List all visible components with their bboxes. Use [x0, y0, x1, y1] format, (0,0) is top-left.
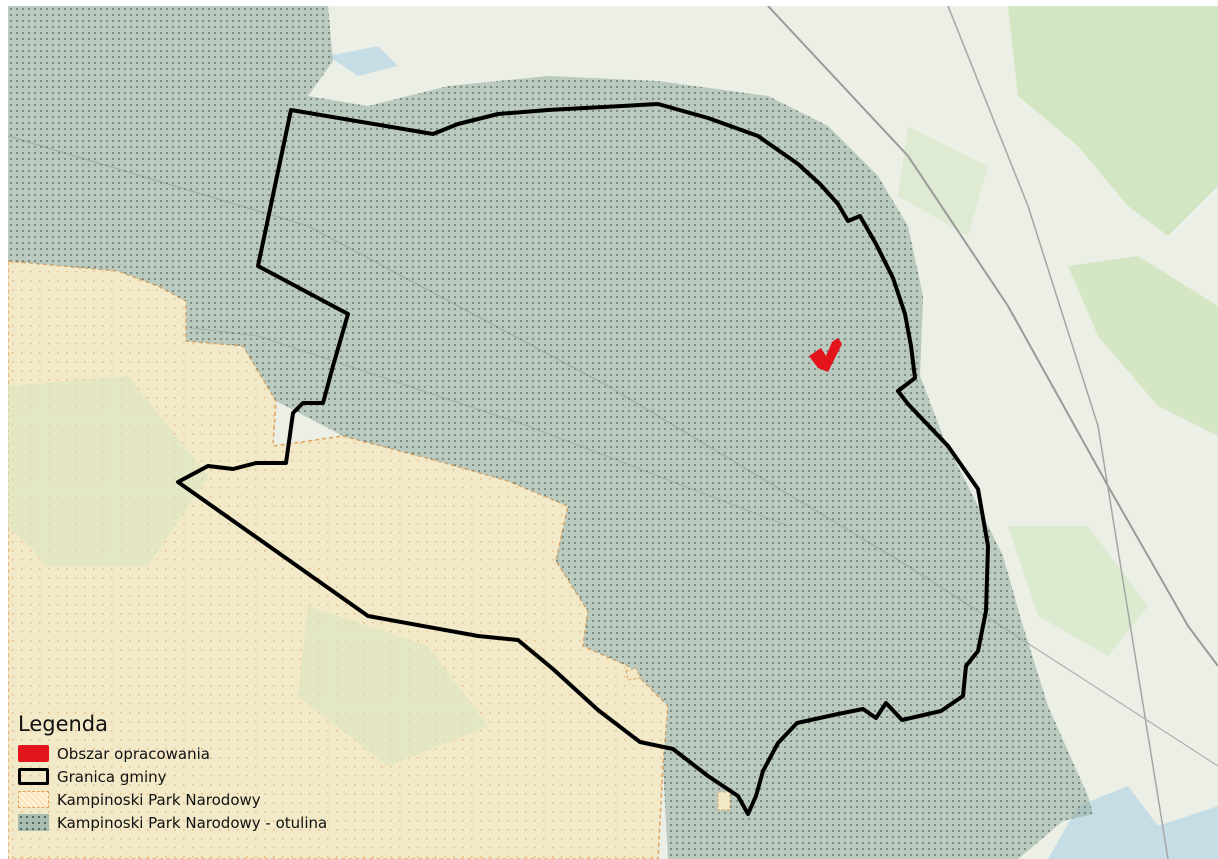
dashed-orange-square-icon — [18, 791, 49, 808]
map-canvas[interactable] — [8, 6, 1218, 859]
river — [1048, 786, 1218, 859]
legend-item-national-park: Kampinoski Park Narodowy — [18, 788, 358, 811]
legend-item-label: Obszar opracowania — [57, 744, 210, 763]
study-area[interactable] — [809, 338, 842, 372]
legend-item-label: Kampinoski Park Narodowy - otulina — [57, 813, 328, 832]
road — [767, 6, 1218, 667]
forest-area — [1008, 6, 1218, 236]
park-enclave — [625, 667, 641, 681]
park-area — [8, 261, 668, 859]
legend-item-buffer-zone: Kampinoski Park Narodowy - otulina — [18, 811, 358, 834]
red-fill-square-icon — [18, 745, 49, 762]
park-enclave — [717, 791, 731, 811]
map-frame[interactable] — [8, 6, 1218, 859]
map-legend: Legenda Obszar opracowania Granica gminy… — [18, 712, 358, 834]
forest-area — [1008, 526, 1148, 656]
legend-item-label: Kampinoski Park Narodowy — [57, 790, 261, 809]
legend-item-municipality-boundary: Granica gminy — [18, 765, 358, 788]
road — [947, 6, 1169, 859]
dotted-green-square-icon — [18, 814, 49, 831]
buffer-zone-dots — [8, 6, 1093, 859]
legend-item-study-area: Obszar opracowania — [18, 742, 358, 765]
river — [328, 46, 398, 76]
municipality-boundary — [176, 102, 990, 816]
forest-area — [1068, 256, 1218, 436]
forest-area — [298, 606, 488, 766]
forest-area — [898, 126, 988, 236]
legend-item-label: Granica gminy — [57, 767, 167, 786]
forest-area — [8, 376, 208, 566]
legend-title: Legenda — [18, 712, 109, 736]
black-outline-square-icon — [18, 768, 49, 785]
